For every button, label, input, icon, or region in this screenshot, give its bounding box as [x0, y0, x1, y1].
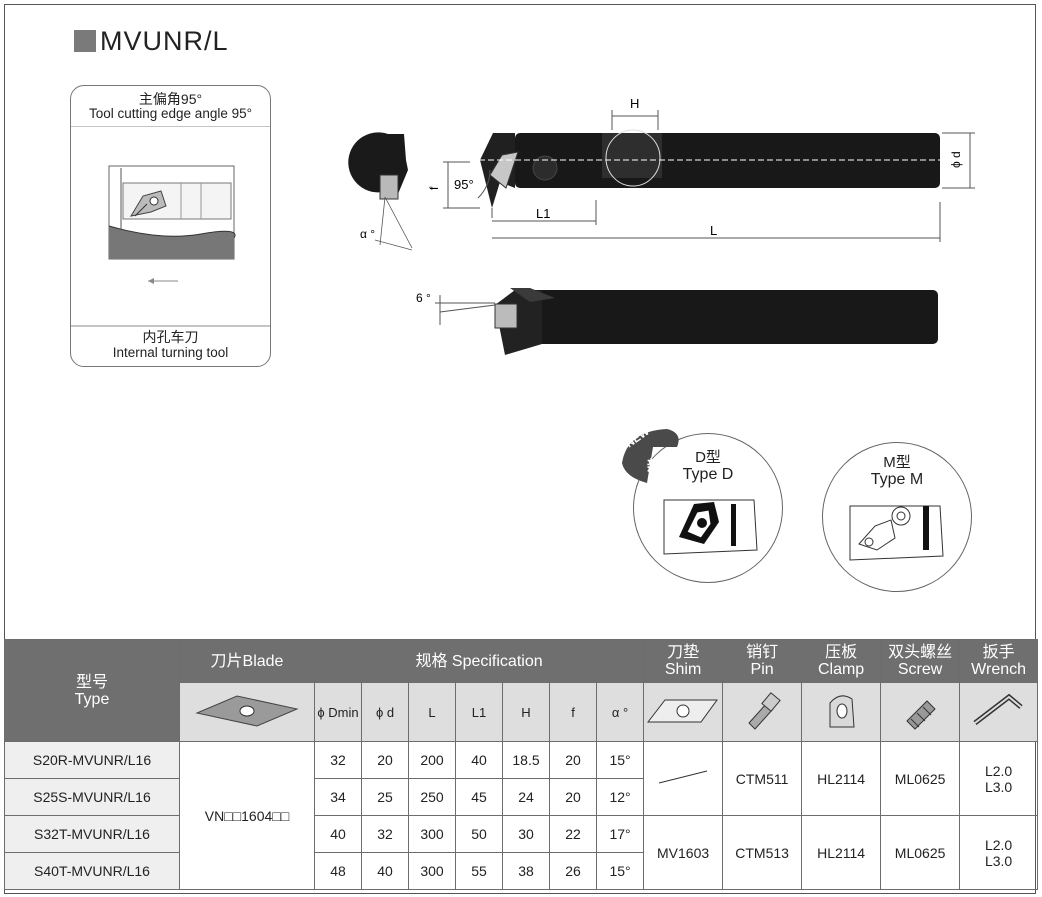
table-subheader-row: ϕ Dmin ϕ d L L1 H f α ° [5, 682, 1039, 742]
pin-icon [748, 691, 781, 730]
pin-cell: CTM513 [722, 815, 803, 890]
table-row: S20R-MVUNR/L16 VN□□1604□□ 32 20 200 40 1… [4, 741, 1039, 890]
table-row: S40T-MVUNR/L16 48 40 300 55 38 26 15° [4, 852, 1038, 890]
angle-label-cn: 主偏角95° [138, 91, 203, 107]
screw-cell: ML0625 [880, 815, 961, 890]
clamp-cell: HL2114 [801, 815, 882, 890]
internal-turning-illustration [71, 126, 270, 327]
type-cell: S25S-MVUNR/L16 [4, 778, 180, 816]
title-text: MVUNR/L [100, 25, 229, 56]
tool-type-en: Internal turning tool [112, 345, 229, 360]
type-d-cn: D型 [695, 449, 721, 466]
spec-header: 规格 Specification [313, 639, 645, 683]
angle-95-label: 95° [454, 177, 474, 192]
l1-label: L1 [536, 206, 550, 221]
spec-col-l1: L1 [455, 682, 503, 742]
new-badge: NEW 新 [617, 425, 683, 483]
new-badge-shape [622, 429, 679, 483]
wrench-image [959, 682, 1039, 742]
blade-header: 刀片Blade [179, 639, 315, 683]
pin-image [722, 682, 803, 742]
wrench-icon [973, 693, 1023, 725]
blade-insert-icon [195, 694, 299, 727]
spec-col-f: f [549, 682, 597, 742]
wrench-cell: L2.0 L3.0 [959, 741, 1039, 816]
blade-image [179, 682, 315, 742]
wrench-cell: L2.0 L3.0 [959, 815, 1039, 890]
spec-col-dmin: ϕ Dmin [314, 682, 362, 742]
type-cell: S40T-MVUNR/L16 [4, 852, 180, 890]
type-d-clamp-icon [663, 499, 758, 555]
h-label: H [630, 96, 639, 111]
table-row: S25S-MVUNR/L16 34 25 250 45 24 20 12° [4, 778, 1038, 816]
alpha-label: α ° [360, 227, 375, 241]
six-degree-label: 6 ° [416, 291, 431, 305]
spec-col-l: L [408, 682, 456, 742]
type-d-en: Type D [682, 466, 734, 483]
pin-cell: CTM511 [722, 741, 803, 816]
table-row: S32T-MVUNR/L16 40 32 300 50 30 22 17° MV… [4, 815, 1039, 890]
shim-image [643, 682, 724, 742]
clamp-image [801, 682, 882, 742]
spec-col-d: ϕ d [361, 682, 409, 742]
page-title: MVUNR/L [74, 26, 229, 56]
shim-icon [647, 699, 719, 722]
type-m-en: Type M [870, 471, 924, 488]
screw-icon [906, 699, 936, 730]
type-cell: S20R-MVUNR/L16 [4, 741, 180, 779]
f-label: f [427, 186, 441, 190]
title-square-icon [74, 30, 96, 52]
clamp-icon [829, 694, 855, 727]
none-dash-icon [658, 770, 708, 784]
blade-code-cell: VN□□1604□□ [179, 741, 315, 890]
shim-cell: MV1603 [643, 815, 724, 890]
screw-image [880, 682, 961, 742]
technical-drawing: α ° H ϕ d f 95° L1 L 6 ° [348, 96, 975, 355]
type-m-clamp-icon [849, 505, 944, 561]
illustration-box: 主偏角95° Tool cutting edge angle 95° 内孔车刀 … [70, 85, 271, 367]
shim-none-cell [643, 741, 724, 816]
new-badge-cn: 新 [647, 459, 664, 476]
type-d-circle: D型 Type D [633, 433, 783, 583]
phi-d-label: ϕ d [949, 151, 963, 168]
type-cell: S32T-MVUNR/L16 [4, 815, 180, 853]
type-header: 型号 Type [4, 639, 180, 742]
angle-label-en: Tool cutting edge angle 95° [88, 106, 253, 121]
type-m-circle: M型 Type M [822, 442, 972, 592]
spec-col-h: H [502, 682, 550, 742]
page-frame [4, 4, 1036, 894]
screw-cell: ML0625 [880, 741, 961, 816]
tool-type-cn: 内孔车刀 [142, 329, 199, 345]
type-m-cn: M型 [883, 454, 911, 471]
l-label: L [710, 223, 717, 238]
spec-col-alpha: α ° [595, 682, 645, 742]
clamp-cell: HL2114 [801, 741, 882, 816]
